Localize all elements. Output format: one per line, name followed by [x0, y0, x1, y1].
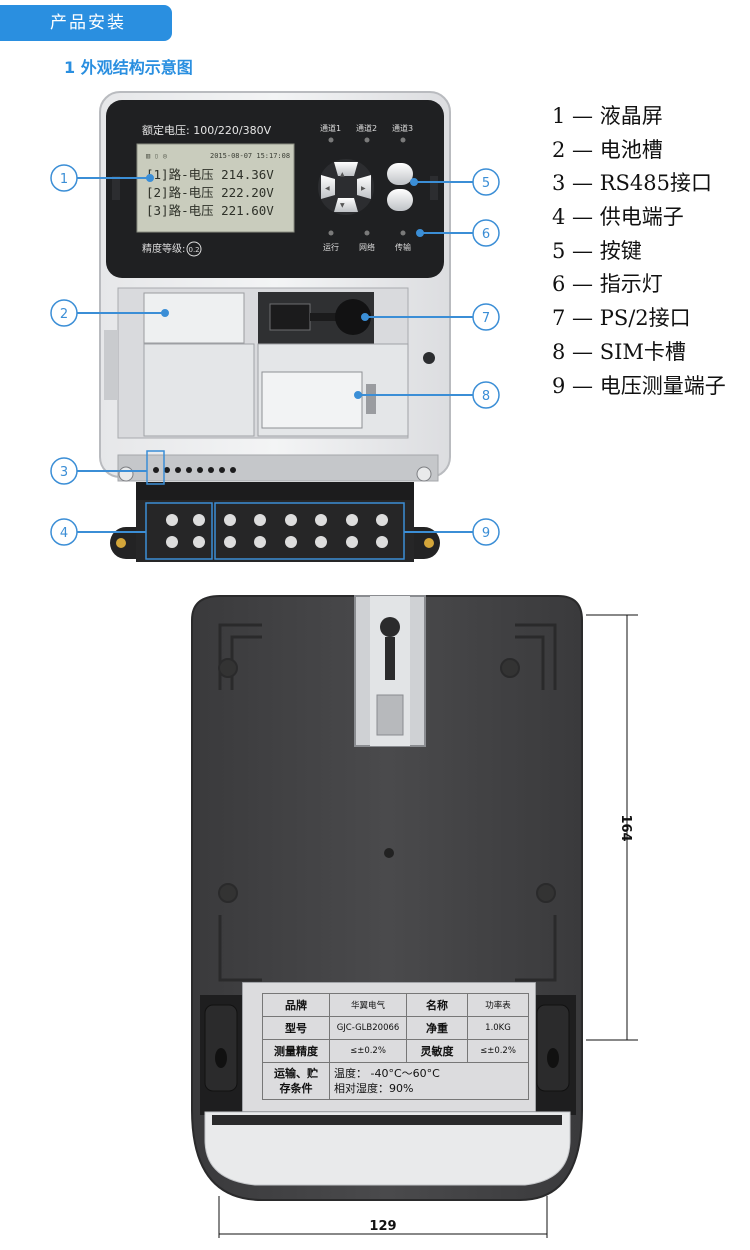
- callout-9: 9: [472, 518, 500, 546]
- key-left[interactable]: [321, 175, 335, 199]
- legend-item-4: 4 — 供电端子: [552, 205, 684, 230]
- lcd-screen: [136, 143, 295, 233]
- legend-item-1: 1 — 液晶屏: [552, 104, 663, 128]
- np-storage-label-2: 存条件: [279, 1082, 313, 1095]
- np-sensitivity-value: ≤±0.2%: [467, 1039, 529, 1063]
- key-function-2[interactable]: [387, 189, 413, 211]
- np-humidity: 相对湿度：90%: [334, 1082, 414, 1095]
- dimension-height: [586, 614, 638, 1041]
- lcd-line-3: [3]路-电压 221.60V: [146, 203, 274, 218]
- key-function-1[interactable]: [387, 163, 413, 185]
- diagram-subtitle: 1 外观结构示意图: [64, 58, 193, 77]
- lcd-datetime: 2015-08-07 15:17:08: [210, 152, 290, 160]
- callout-7: 7: [472, 303, 500, 331]
- callout-leaders: [77, 174, 473, 533]
- np-accuracy-label: 测量精度: [262, 1039, 330, 1063]
- legend-item-3: 3 — RS485接口: [552, 171, 712, 196]
- navigation-keypad[interactable]: ▲ ▼ ◀ ▶: [318, 159, 374, 215]
- svg-text:5: 5: [482, 176, 490, 191]
- highlight-rs485: [146, 450, 165, 485]
- np-brand-value: 华翼电气: [329, 993, 407, 1017]
- dimension-height-label: 164: [618, 814, 633, 841]
- callout-3: 3: [50, 457, 78, 485]
- key-down-arrow-icon: ▼: [340, 202, 345, 209]
- np-weight-label: 净重: [406, 1016, 468, 1040]
- legend-item-8: 8 — SIM卡槽: [552, 339, 686, 364]
- lcd-line-1: [1]路-电压 214.36V: [146, 167, 274, 182]
- channel-label-2: 通道2: [356, 123, 377, 133]
- np-brand-label: 品牌: [262, 993, 330, 1017]
- callout-5: 5: [472, 168, 500, 196]
- legend-item-9: 9 — 电压测量端子: [552, 373, 726, 398]
- indicator-led-run: [328, 230, 334, 236]
- channel-led-1: [328, 137, 334, 143]
- lcd-status-icons: ▥ ▯ ◎: [146, 152, 168, 160]
- nameplate: 品牌 华翼电气 名称 功率表 型号 GJC-GLB20066 净重 1.0KG …: [242, 982, 536, 1112]
- indicator-led-network: [364, 230, 370, 236]
- np-model-label: 型号: [262, 1016, 330, 1040]
- channel-led-3: [400, 137, 406, 143]
- np-weight-value: 1.0KG: [467, 1016, 529, 1040]
- key-up-arrow-icon: ▲: [340, 171, 345, 178]
- rated-voltage-text: 额定电压: 100/220/380V: [142, 123, 272, 137]
- callout-2: 2: [50, 299, 78, 327]
- np-storage-label-1: 运输、贮: [274, 1067, 318, 1080]
- channel-led-2: [364, 137, 370, 143]
- callout-markers: 1 2 3 4 5 6 7 8 9: [50, 164, 500, 546]
- key-left-arrow-icon: ◀: [325, 185, 330, 192]
- lcd-line-2: [2]路-电压 222.20V: [146, 185, 274, 200]
- channel-label-3: 通道3: [392, 123, 413, 133]
- legend-item-7: 7 — PS/2接口: [552, 306, 691, 331]
- key-up[interactable]: [334, 162, 358, 176]
- svg-text:4: 4: [60, 526, 68, 541]
- callout-1: 1: [50, 164, 78, 192]
- callout-8: 8: [472, 381, 500, 409]
- dimension-width: [218, 1196, 548, 1238]
- key-right[interactable]: [357, 175, 371, 199]
- channel-label-1: 通道1: [320, 123, 341, 133]
- svg-text:9: 9: [482, 526, 490, 541]
- mounting-bracket: [354, 595, 426, 747]
- svg-text:8: 8: [482, 389, 490, 404]
- np-name-label: 名称: [406, 993, 468, 1017]
- indicator-label-network: 网络: [359, 242, 375, 252]
- key-down[interactable]: [334, 198, 358, 212]
- svg-text:3: 3: [60, 465, 68, 480]
- np-accuracy-value: ≤±0.2%: [329, 1039, 407, 1063]
- terminal-screws: [166, 514, 388, 548]
- np-temperature: 温度： -40°C～60°C: [334, 1067, 440, 1080]
- np-name-value: 功率表: [467, 993, 529, 1017]
- dimension-width-label: 129: [369, 1219, 396, 1234]
- legend-item-2: 2 — 电池槽: [552, 137, 663, 162]
- meter-front-view: 额定电压: 100/220/380V ▥ ▯ ◎ 2015-08-07 15:1…: [99, 91, 451, 562]
- key-right-arrow-icon: ▶: [361, 185, 366, 192]
- indicator-led-transfer: [400, 230, 406, 236]
- component-legend: 1 — 液晶屏 2 — 电池槽 3 — RS485接口 4 — 供电端子 5 —…: [552, 100, 726, 403]
- legend-item-5: 5 — 按键: [552, 238, 642, 263]
- svg-text:2: 2: [60, 307, 68, 322]
- callout-4: 4: [50, 518, 78, 546]
- callout-6: 6: [472, 219, 500, 247]
- battery-slot: [143, 292, 245, 344]
- indicator-label-run: 运行: [323, 242, 339, 252]
- accuracy-class-badge: 0.2: [189, 246, 200, 254]
- svg-text:6: 6: [482, 227, 490, 242]
- ps2-port: [335, 299, 371, 335]
- nameplate-table: 品牌 华翼电气 名称 功率表 型号 GJC-GLB20066 净重 1.0KG …: [262, 993, 529, 1100]
- indicator-label-transfer: 传输: [395, 242, 411, 252]
- np-model-value: GJC-GLB20066: [329, 1016, 407, 1040]
- section-header-tab: 产品安装: [0, 5, 172, 41]
- sim-card-slot: [261, 371, 363, 429]
- svg-text:1: 1: [60, 172, 68, 187]
- accuracy-label: 精度等级:: [142, 242, 185, 255]
- rs485-port: [153, 467, 236, 473]
- legend-item-6: 6 — 指示灯: [552, 272, 663, 297]
- svg-text:7: 7: [482, 311, 490, 326]
- np-sensitivity-label: 灵敏度: [406, 1039, 468, 1063]
